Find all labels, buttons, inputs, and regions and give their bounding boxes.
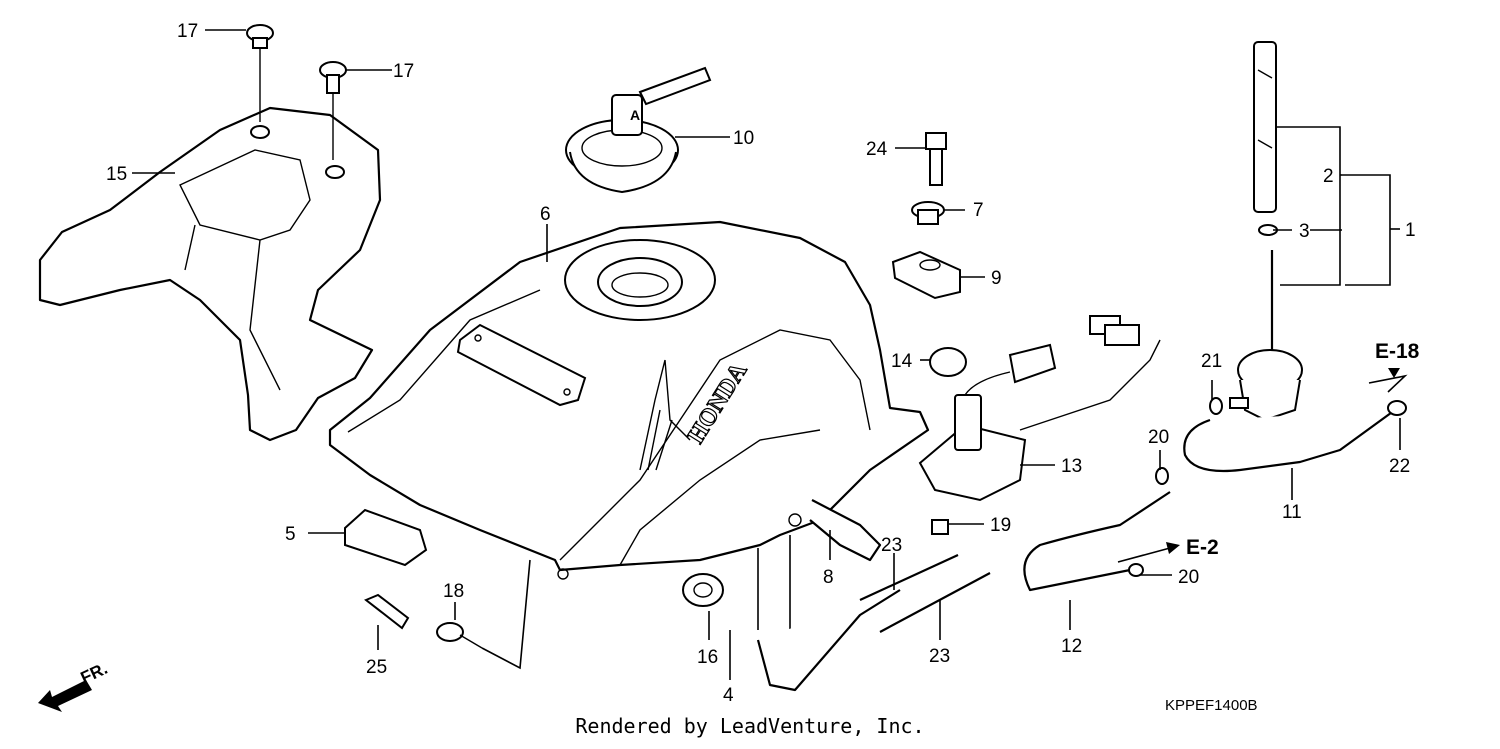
callout-18: 18 [443, 581, 464, 602]
credit-text: Rendered by LeadVenture, Inc. [575, 714, 925, 738]
part-13-fuel-pump [918, 315, 1161, 502]
callout-6: 6 [540, 204, 551, 225]
callout-7: 7 [973, 200, 984, 221]
part-20-clip-a [1155, 467, 1169, 485]
part-18-screw [436, 622, 483, 649]
part-20-clip-b [1128, 563, 1144, 577]
part-17-screw-b [319, 61, 347, 160]
callout-1: 1 [1405, 220, 1416, 241]
callout-10: 10 [733, 128, 754, 149]
reference-e2: E-2 [1186, 536, 1219, 559]
part-21-clip [1209, 397, 1223, 415]
part-2-filter-screen [1253, 41, 1277, 213]
callout-15: 15 [106, 164, 127, 185]
callout-8: 8 [823, 567, 834, 588]
callout-3: 3 [1299, 221, 1310, 242]
part-19-grommet [931, 519, 949, 535]
callout-13: 13 [1061, 456, 1082, 477]
part-5-cushion [344, 508, 428, 567]
part-24-bolt [925, 132, 947, 186]
front-direction-arrow-icon: FR. [38, 659, 111, 712]
diagram-code: KPPEF1400B [1165, 697, 1258, 714]
callout-20-b: 20 [1178, 567, 1199, 588]
callout-17-b: 17 [393, 61, 414, 82]
callout-12: 12 [1061, 636, 1082, 657]
part-14-gasket [929, 347, 967, 377]
part-12-hose [1023, 491, 1171, 592]
part-17-screw-a [246, 24, 274, 122]
part-9-rubber-mount [891, 250, 961, 300]
part-10-fuel-cap: A [565, 66, 712, 194]
callout-2: 2 [1323, 166, 1334, 187]
part-7-collar [911, 201, 945, 225]
callout-24: 24 [866, 139, 888, 160]
callout-9: 9 [991, 268, 1002, 289]
part-1-fuel-valve [1229, 250, 1303, 422]
callout-14: 14 [891, 351, 913, 372]
svg-text:A: A [630, 107, 640, 123]
part-4-drain-hose [756, 589, 901, 692]
callout-19: 19 [990, 515, 1011, 536]
callout-11: 11 [1282, 502, 1302, 523]
callout-25: 25 [366, 657, 387, 678]
part-16-grommet [682, 573, 724, 607]
part-22-clip [1387, 400, 1407, 416]
callout-4: 4 [723, 685, 734, 706]
callout-21: 21 [1201, 351, 1222, 372]
part-11-hose [1183, 409, 1396, 473]
leader-lines [132, 29, 1408, 680]
part-8-band [809, 499, 882, 562]
callout-16: 16 [697, 647, 718, 668]
callout-5: 5 [285, 524, 296, 545]
reference-e18: E-18 [1375, 340, 1420, 363]
part-23-hose-a [859, 554, 959, 601]
callout-23-b: 23 [929, 646, 950, 667]
callout-22: 22 [1389, 456, 1410, 477]
part-25-clip [364, 593, 410, 630]
part-23-hose-b [879, 572, 991, 633]
part-15-cover [38, 106, 382, 442]
callout-20-a: 20 [1148, 427, 1169, 448]
part-6-fuel-tank: HONDA [328, 220, 930, 655]
callout-17-a: 17 [177, 21, 198, 42]
callout-23-a: 23 [881, 535, 902, 556]
